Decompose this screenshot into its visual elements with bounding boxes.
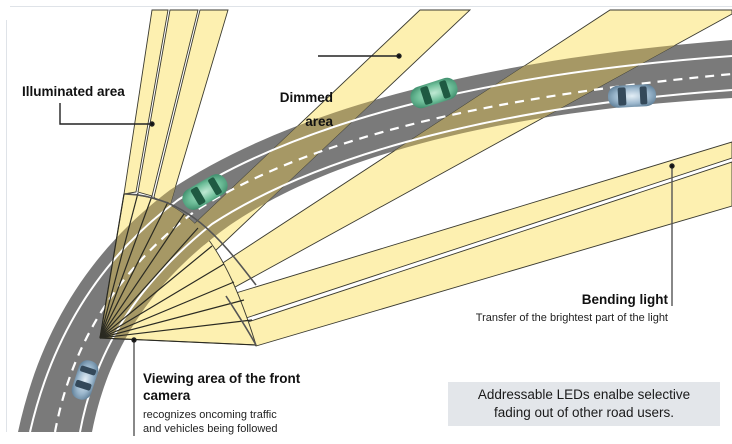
preceding-car	[607, 84, 657, 108]
beam-illuminated-1	[123, 9, 169, 195]
oncoming-car-near	[182, 174, 228, 210]
lane-edge-outer	[29, 55, 732, 433]
camera-fan-ray-6	[99, 227, 199, 339]
label-front-camera: Viewing area of the front camera	[143, 370, 333, 404]
camera-fan-ray-12	[99, 337, 257, 346]
label-dimmed-line2: area	[305, 114, 333, 129]
camera-fan-ray-9	[99, 281, 235, 339]
label-camera-sub-line1: recognizes oncoming traffic	[143, 409, 277, 421]
label-camera-line1: Viewing area of the front	[143, 371, 301, 386]
lane-centre-dashed	[53, 72, 732, 433]
camera-fan	[99, 192, 257, 346]
leader-camera-dot	[131, 337, 137, 343]
leader-illuminated	[59, 103, 152, 125]
beam-illuminated-2	[137, 9, 199, 197]
label-camera-line2: camera	[143, 388, 191, 403]
note-box: Addressable LEDs enalbe selective fading…	[448, 382, 720, 426]
leader-bending-dot	[669, 163, 675, 169]
arc-separators	[125, 193, 257, 346]
oncoming-car-far	[410, 77, 458, 109]
ego-car	[71, 360, 99, 400]
leader-dimmed-dot	[396, 53, 402, 59]
camera-fan-ray-2	[99, 192, 139, 339]
camera-fan-ray-3	[99, 195, 153, 339]
label-camera-sub-line2: and vehicles being followed	[143, 423, 278, 435]
camera-fan-ray-8	[99, 263, 225, 339]
frame-top-border	[10, 6, 732, 7]
frame-left-border	[6, 20, 7, 432]
lane-edge-inner	[79, 89, 732, 433]
camera-fan-ray-1	[99, 193, 125, 339]
label-front-camera-description: recognizes oncoming traffic and vehicles…	[143, 408, 333, 436]
lane-markings	[29, 55, 732, 433]
leader-illuminated-dot	[149, 121, 155, 127]
arc-inner	[125, 193, 257, 286]
camera-fan-ray-7	[99, 245, 213, 339]
label-bending-light-description: Transfer of the brightest part of the li…	[475, 312, 668, 324]
camera-fan-ray-10	[99, 299, 245, 339]
camera-fan-ray-11	[99, 319, 253, 339]
camera-fan-ray-4	[99, 201, 169, 339]
note-line2: fading out of other road users.	[493, 405, 675, 420]
leader-lines	[59, 53, 675, 436]
label-dimmed-area: Dimmed area	[270, 86, 333, 134]
vehicles	[71, 77, 657, 400]
note-line1: Addressable LEDs enalbe selective	[477, 387, 691, 402]
label-bending-light: Bending light	[581, 292, 668, 307]
label-illuminated-area: Illuminated area	[22, 84, 125, 99]
camera-fan-ray-5	[99, 213, 185, 339]
label-dimmed-line1: Dimmed	[279, 90, 333, 105]
arc-outer	[225, 295, 257, 346]
